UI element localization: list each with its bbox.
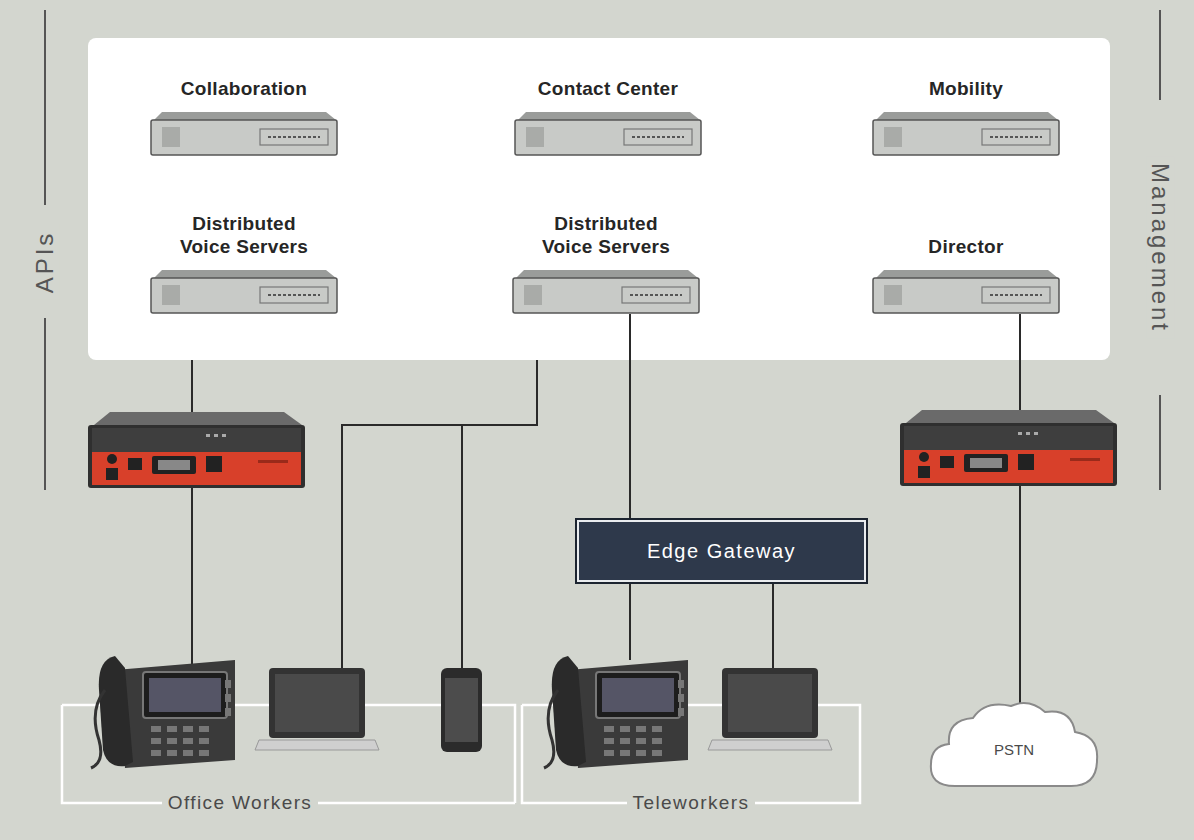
side-label: Management bbox=[1146, 157, 1174, 339]
server-icon bbox=[514, 112, 702, 156]
server-node: Distributed Voice Servers bbox=[150, 212, 338, 314]
server-node: Collaboration bbox=[150, 77, 338, 156]
wire bbox=[630, 584, 773, 668]
wire bbox=[191, 360, 193, 690]
server-label: Distributed Voice Servers bbox=[167, 212, 321, 258]
server-label: Mobility bbox=[889, 77, 1043, 100]
server-node: Director bbox=[872, 235, 1060, 314]
connector bbox=[629, 314, 631, 518]
server-icon bbox=[512, 270, 700, 314]
server-node: Contact Center bbox=[514, 77, 702, 156]
desk-phone bbox=[91, 656, 235, 768]
server-node: Mobility bbox=[872, 77, 1060, 156]
wire bbox=[342, 360, 537, 668]
rule bbox=[44, 318, 46, 490]
laptop bbox=[708, 668, 832, 750]
rule bbox=[44, 10, 46, 205]
rule bbox=[1159, 10, 1161, 100]
server-node: Distributed Voice Servers bbox=[512, 212, 700, 314]
server-icon bbox=[872, 112, 1060, 156]
gateway-device bbox=[900, 410, 1117, 486]
side-label: APIs bbox=[31, 225, 59, 300]
mobile-phone bbox=[441, 668, 482, 752]
server-icon bbox=[150, 112, 338, 156]
wire bbox=[461, 425, 463, 668]
rule bbox=[1159, 395, 1161, 490]
gateway-label: Edge Gateway bbox=[647, 540, 796, 563]
server-label: Collaboration bbox=[167, 77, 321, 100]
desk-phone bbox=[544, 656, 688, 768]
laptop bbox=[255, 668, 379, 750]
server-icon bbox=[872, 270, 1060, 314]
gateway-device bbox=[88, 412, 305, 488]
cloud-label: PSTN bbox=[994, 733, 1034, 758]
group-label: Office Workers bbox=[162, 792, 319, 814]
server-label: Distributed Voice Servers bbox=[529, 212, 683, 258]
server-label: Contact Center bbox=[531, 77, 685, 100]
group-label: Teleworkers bbox=[627, 792, 756, 814]
server-icon bbox=[150, 270, 338, 314]
cloud-node: PSTN bbox=[925, 698, 1103, 792]
side-rules bbox=[45, 10, 1160, 490]
connector bbox=[1019, 314, 1021, 706]
server-label: Director bbox=[889, 235, 1043, 258]
gateway-box: Edge Gateway bbox=[575, 518, 868, 584]
